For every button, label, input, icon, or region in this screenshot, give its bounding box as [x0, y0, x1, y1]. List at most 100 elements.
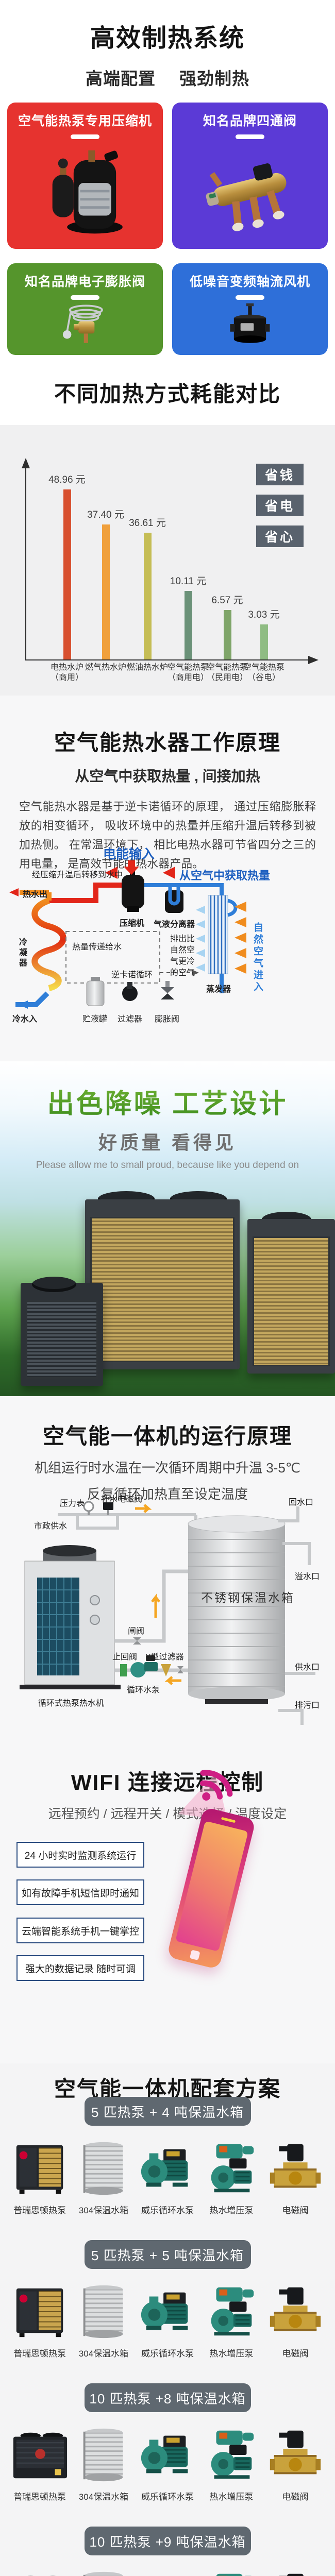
label-gauge: 压力表 [60, 1499, 85, 1508]
feature-card-fan-motor: 低噪音变频轴流风机 [172, 263, 328, 355]
fan-motor-image [230, 303, 270, 343]
product-tank: 304保温水箱 [72, 2425, 136, 2502]
bar-hp-civil: 6.57 元 [203, 592, 252, 659]
label-receiver: 贮液罐 [82, 1015, 108, 1024]
separator-icon [165, 886, 183, 913]
x-axis-arrow [308, 656, 319, 664]
check-valve-icon [120, 1664, 127, 1676]
tank-product-image [73, 2281, 134, 2342]
product-circulation-pump: 威乐循环水泵 [136, 2138, 199, 2216]
principle2-title: 空气能一体机的运行原理 [42, 1424, 292, 1448]
bar-chart: 48.96 元 37.40 元 36.61 元 10.11 元 6.57 元 3… [0, 425, 335, 696]
circulation-pump-product-image [137, 2281, 198, 2342]
gate-valve-icon [133, 1637, 141, 1645]
badge-save-power: 省电 [256, 495, 304, 516]
bar-gas: 37.40 元 [81, 507, 130, 659]
booster-pump-product-image [201, 2281, 262, 2342]
chart-title: 不同加热方式耗能对比 [54, 382, 281, 406]
bar-hp-valley: 3.03 元 [239, 607, 289, 659]
label-check-valve: 止回阀 [112, 1653, 138, 1662]
feature-card-title: 低噪音变频轴流风机 [189, 275, 310, 289]
product-solenoid-valve: 电磁阀 [263, 2425, 327, 2502]
product-circulation-pump: 威乐循环水泵 [136, 2425, 199, 2502]
label-expansion: 膨胀阀 [155, 1015, 180, 1024]
label-power-input: 电能输入 [103, 847, 155, 861]
label-gate-valve: 闸阀 [128, 1627, 145, 1636]
label-condenser: 冷凝器 [18, 938, 26, 969]
package-row-1: 5 匹热泵 + 4 吨保温水箱 普瑞思顿热泵 304保温水箱 威乐循环水泵 热水… [0, 2097, 335, 2216]
heat-pump-machine-icon [20, 1545, 121, 1689]
label-drain: 排污口 [295, 1701, 320, 1710]
product-tank: 304保温水箱 [72, 2138, 136, 2216]
wifi-control-section: WIFI 连接远程控制 远程预约 / 远程开关 / 模式选择 / 温度设定 24… [0, 1762, 335, 2063]
badge-save-worry: 省心 [256, 526, 304, 547]
y-axis-arrow [22, 458, 30, 468]
feature-card-expansion-valve: 知名品牌电子膨胀阀 [7, 263, 163, 355]
label-supply-port: 供水口 [295, 1663, 320, 1672]
label-return-port: 回水口 [289, 1498, 314, 1507]
expansion-valve-image [62, 304, 103, 343]
wifi-feature-4: 强大的数据记录 随时可调 [16, 1955, 144, 1981]
banner-title: 出色降噪 工艺设计 [0, 1061, 335, 1121]
four-way-valve-image [206, 163, 287, 231]
unit-operation-section: 空气能一体机的运行原理 机组运行时水温在一次循环周期中升温 3-5℃ 反复循环加… [0, 1396, 335, 1762]
label-y-filter: Y型过滤器 [145, 1653, 184, 1662]
label-tank: 不锈钢保温水箱 [201, 1591, 295, 1604]
principle2-line2: 反复循环加热直至设定温度 [87, 1486, 248, 1502]
label-separator: 气液分离器 [154, 920, 195, 929]
wifi-subtitle: 远程预约 / 远程开关 / 模式选择 / 温度设定 [48, 1807, 287, 1821]
wifi-title: WIFI 连接远程控制 [71, 1770, 264, 1794]
divider [236, 295, 264, 300]
receiver-icon [86, 977, 105, 1006]
feature-card-title: 知名品牌电子膨胀阀 [24, 275, 145, 289]
label-city-water: 市政供水 [34, 1522, 68, 1531]
solenoid-valve-icon [103, 1502, 113, 1510]
banner-subtitle: 好质量 看得见 [98, 1132, 237, 1153]
heat-pump-image [85, 1199, 240, 1369]
principle1-subtitle: 从空气中获取热量 , 间接加热 [75, 768, 260, 784]
circulation-pump-product-image [137, 2138, 198, 2199]
bar-electric: 48.96 元 [42, 472, 92, 659]
circulation-pump-icon [130, 1655, 158, 1677]
fan-icon [32, 1277, 76, 1292]
tank-product-image [73, 2568, 134, 2576]
product-solenoid-valve: 电磁阀 [263, 2281, 327, 2359]
package-row-header: 5 匹热泵 + 5 吨保温水箱 [84, 2240, 251, 2269]
bar-hp-commercial: 10.11 元 [163, 573, 213, 659]
divider [71, 295, 99, 300]
product-tank: 304保温水箱 [72, 2568, 136, 2576]
solenoid-valve-product-image [265, 2138, 326, 2199]
feature-card-compressor: 空气能热泵专用压缩机 [7, 103, 163, 249]
product-tank: 304保温水箱 [72, 2281, 136, 2359]
product-booster-pump: 热水增压泵 [199, 2568, 263, 2576]
working-principle-section: 空气能热水器工作原理 从空气中获取热量 , 间接加热 空气能热水器是基于逆卡诺循… [0, 696, 335, 1061]
tank-product-image [73, 2425, 134, 2485]
label-machine: 循环式热泵热水机 [38, 1699, 105, 1708]
product-heat-pump: 普瑞思顿热泵 [8, 2138, 72, 2216]
from-air-arrow [163, 867, 175, 879]
feature-card-title: 知名品牌四通阀 [203, 114, 297, 128]
package-row-header: 5 匹热泵 + 4 吨保温水箱 [84, 2097, 251, 2126]
label-filter: 过滤器 [118, 1015, 143, 1024]
principle1-paragraph: 空气能热水器是基于逆卡诺循环的原理， 通过压缩膨胀释放的相变循环， 吸收环境中的… [19, 800, 316, 870]
solenoid-valve-product-image [265, 2281, 326, 2342]
solenoid-valve-product-image [265, 2425, 326, 2485]
booster-pump-product-image [201, 2425, 262, 2485]
hot-out-arrow [9, 888, 19, 896]
package-row-header: 10 匹热泵 +9 吨保温水箱 [84, 2527, 251, 2555]
heat-pump-product-image [9, 2425, 70, 2485]
package-row-3: 10 匹热泵 +8 吨保温水箱 普瑞思顿热泵 304保温水箱 威乐循环水泵 热水… [0, 2383, 335, 2502]
heat-pump-image [247, 1219, 335, 1374]
package-plans-section: 空气能一体机配套方案 5 匹热泵 + 4 吨保温水箱 普瑞思顿热泵 304保温水… [0, 2063, 335, 2576]
refrigeration-cycle-diagram: 电能输入 经压缩升温后转移到水中 从空气中获取热量 热水出 压缩机 气液分离器 … [0, 835, 335, 1056]
heat-pump-product-image [9, 2281, 70, 2342]
solenoid-valve-product-image [265, 2568, 326, 2576]
compressor-image [52, 150, 123, 234]
banner-english: Please allow me to small proud, because … [36, 1160, 299, 1171]
circulation-pump-product-image [137, 2425, 198, 2485]
label-circ-pump: 循环水泵 [127, 1686, 160, 1694]
heat-pump-image [21, 1283, 103, 1386]
installation-diagram: 压力表 补水电磁阀 市政供水 回水口 溢水口 不锈钢保温水箱 闸阀 供水口 止回… [0, 1494, 335, 1726]
label-heat-transfer: 热量传递给水 [72, 943, 122, 952]
